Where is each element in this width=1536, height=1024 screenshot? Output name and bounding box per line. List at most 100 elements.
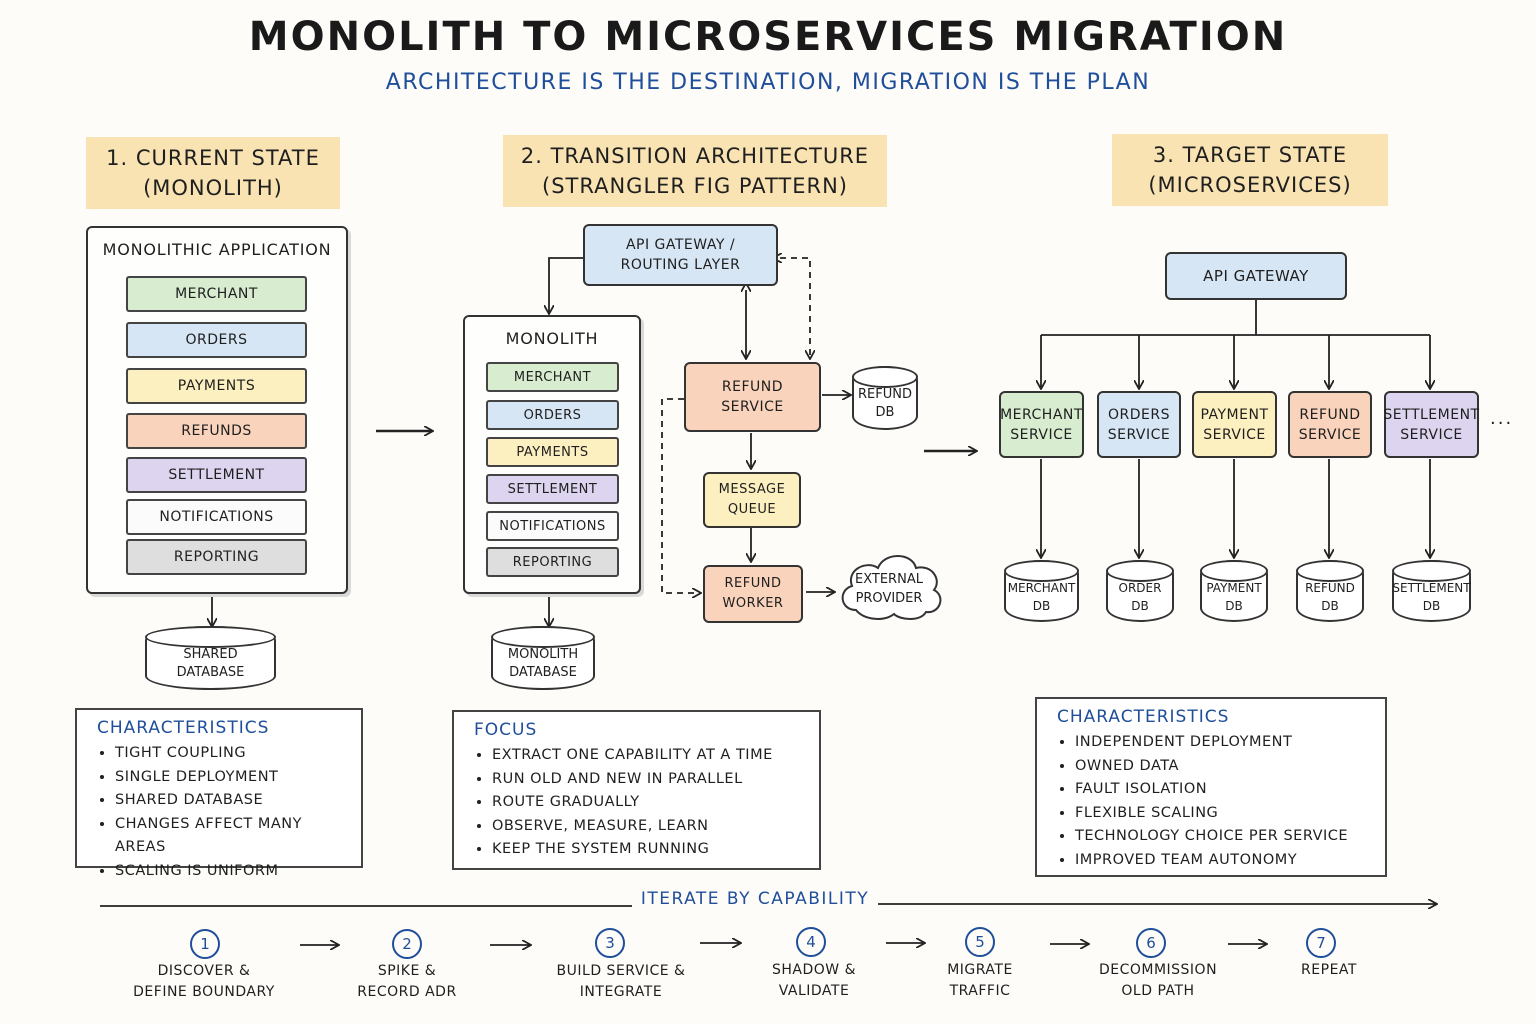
box-label-line1: REFUND (721, 379, 784, 395)
section-heading-line1: 1. CURRENT STATE (106, 146, 320, 170)
step-label-line2: DEFINE BOUNDARY (133, 984, 275, 1000)
step-label-line1: DECOMMISSION (1098, 962, 1218, 978)
db-label-line2: DB (1225, 599, 1243, 613)
step-label-line2: VALIDATE (778, 983, 850, 999)
box-label-line1: PAYMENT (1200, 406, 1269, 423)
box-label-line2: ROUTING LAYER (620, 257, 741, 273)
step-label-line1: SPIKE & (377, 963, 437, 979)
characteristic-item: SHARED DATABASE (115, 789, 341, 813)
section-heading-line2: (STRANGLER FIG PATTERN) (542, 174, 848, 198)
db-label-line2: DB (1422, 599, 1441, 613)
box-label-line2: SERVICE (1203, 426, 1266, 443)
panel-title: CHARACTERISTICS (97, 718, 270, 738)
characteristic-item: CHANGES AFFECT MANY AREAS (115, 813, 341, 860)
cloud-icon (841, 555, 942, 620)
step-number-circle: 5 (965, 927, 995, 957)
step-number-circle: 7 (1306, 928, 1336, 958)
step-label-line2: INTEGRATE (579, 984, 663, 1000)
section-heading-transition: 2. TRANSITION ARCHITECTURE (STRANGLER FI… (503, 135, 887, 207)
module-payments: PAYMENTS (486, 437, 619, 467)
focus-item: EXTRACT ONE CAPABILITY AT A TIME (492, 744, 799, 768)
step-number-circle: 6 (1136, 928, 1166, 958)
external-provider-label: EXTERNAL PROVIDER (834, 570, 944, 608)
section-heading-target: 3. TARGET STATE (MICROSERVICES) (1112, 134, 1388, 206)
focus-item: ROUTE GRADUALLY (492, 791, 799, 815)
module-settlement: SETTLEMENT (486, 474, 619, 504)
step-label-line1: MIGRATE (947, 962, 1013, 978)
settlement-service: SETTLEMENT SERVICE (1383, 391, 1480, 458)
step-label: SPIKE & RECORD ADR (322, 961, 492, 1003)
target-api-gateway: API GATEWAY (1165, 252, 1347, 300)
step-label: DECOMMISSION OLD PATH (1073, 960, 1243, 1002)
box-label-line2: QUEUE (727, 502, 777, 517)
step-label-line2: RECORD ADR (357, 984, 457, 1000)
db-label-line2: DB (875, 405, 895, 420)
characteristic-item: SCALING IS UNIFORM (115, 860, 341, 884)
focus-item: RUN OLD AND NEW IN PARALLEL (492, 768, 799, 792)
cloud-label-line1: EXTERNAL (855, 572, 923, 587)
page-subtitle: ARCHITECTURE IS THE DESTINATION, MIGRATI… (385, 70, 1151, 95)
module-merchant: MERCHANT (126, 276, 307, 312)
focus-panel: FOCUS EXTRACT ONE CAPABILITY AT A TIME R… (452, 710, 821, 870)
characteristic-item: INDEPENDENT DEPLOYMENT (1075, 731, 1365, 755)
more-services-ellipsis: ... (1490, 408, 1514, 429)
box-label-line2: SERVICE (1298, 426, 1362, 443)
module-orders: ORDERS (126, 322, 307, 358)
db-label-line1: ORDER (1118, 581, 1162, 595)
characteristic-item: FLEXIBLE SCALING (1075, 802, 1365, 826)
step-label: REPEAT (1244, 960, 1414, 981)
db-label-line2: DB (1321, 599, 1339, 613)
payment-db: PAYMENT DB (1200, 560, 1268, 622)
section-heading-line1: 2. TRANSITION ARCHITECTURE (520, 144, 870, 168)
characteristic-item: OWNED DATA (1075, 755, 1365, 779)
db-label-line1: PAYMENT (1206, 581, 1262, 595)
db-label-line2: DB (1032, 599, 1051, 613)
monolithic-application-title: MONOLITHIC APPLICATION (102, 240, 332, 259)
step-number-circle: 1 (190, 929, 220, 959)
box-label-line1: MERCHANT (1000, 406, 1083, 423)
box-label-line2: SERVICE (721, 399, 784, 415)
refund-service: REFUND SERVICE (684, 362, 821, 432)
module-refunds: REFUNDS (126, 413, 307, 449)
db-label-line1: MONOLITH (507, 647, 579, 662)
characteristic-item: TECHNOLOGY CHOICE PER SERVICE (1075, 825, 1365, 849)
step-label: BUILD SERVICE &INTEGRATE (536, 961, 706, 1003)
panel-title: CHARACTERISTICS (1057, 707, 1230, 727)
refund-db-target: REFUND DB (1296, 560, 1364, 622)
section-heading-line1: 3. TARGET STATE (1152, 143, 1348, 167)
box-label-line1: SETTLEMENT (1383, 406, 1480, 423)
db-label-line1: SETTLEMENT (1392, 581, 1471, 595)
module-reporting: REPORTING (126, 539, 307, 575)
step-number-circle: 4 (796, 927, 826, 957)
module-merchant: MERCHANT (486, 362, 619, 392)
api-gateway-routing-layer: API GATEWAY /ROUTING LAYER (583, 224, 778, 286)
db-label-line2: DB (1131, 599, 1149, 613)
db-label-line2: DATABASE (509, 665, 577, 680)
step-label: SHADOW &VALIDATE (729, 960, 899, 1002)
module-payments: PAYMENTS (126, 368, 307, 404)
monolith-title: MONOLITH (505, 329, 599, 348)
step-number-circle: 2 (392, 929, 422, 959)
db-label-line1: REFUND (1305, 581, 1355, 595)
cloud-label-line2: PROVIDER (855, 591, 923, 606)
current-characteristics-panel: CHARACTERISTICS TIGHT COUPLING SINGLE DE… (75, 708, 363, 879)
focus-item: OBSERVE, MEASURE, LEARN (492, 815, 799, 839)
step-label-line2: OLD PATH (1121, 983, 1195, 999)
focus-item: KEEP THE SYSTEM RUNNING (492, 838, 799, 862)
box-label-line2: SERVICE (1400, 426, 1463, 443)
box-label-line1: ORDERS (1108, 406, 1170, 423)
section-heading-line2: (MICROSERVICES) (1148, 173, 1352, 197)
box-label-line1: REFUND (724, 576, 782, 591)
monolith-database: MONOLITH DATABASE (491, 626, 595, 690)
module-notifications: NOTIFICATIONS (486, 511, 619, 541)
module-notifications: NOTIFICATIONS (126, 499, 307, 535)
